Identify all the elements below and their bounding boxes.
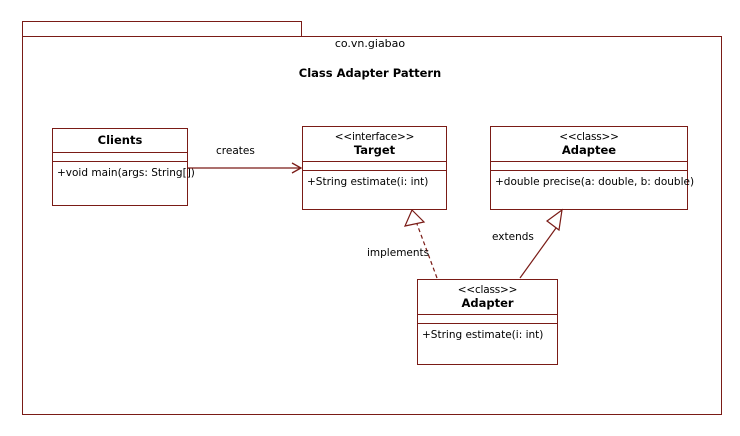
operation-item: +void main(args: String[]) [57,167,195,179]
diagram-title: Class Adapter Pattern [298,66,442,80]
class-operations-adaptee: +double precise(a: double, b: double) [491,171,695,189]
class-operations-adapter: +String estimate(i: int) [418,324,557,342]
class-box-target[interactable]: <<interface>> Target +String estimate(i:… [302,126,447,210]
class-header-adaptee: <<class>> Adaptee [491,127,687,162]
class-name-adapter: Adapter [461,296,514,310]
class-name-target: Target [353,143,396,157]
class-box-adaptee[interactable]: <<class>> Adaptee +double precise(a: dou… [490,126,695,210]
operation-item: +String estimate(i: int) [307,176,429,188]
class-box-clients[interactable]: Clients +void main(args: String[]) [52,128,195,206]
class-stereotype-target: <<interface>> [334,131,415,143]
class-attributes-adaptee [491,162,687,171]
edge-label-creates: creates [216,145,255,157]
operation-item: +double precise(a: double, b: double) [495,176,695,188]
operation-item: +String estimate(i: int) [422,329,544,341]
class-attributes-target [303,162,446,171]
class-name-clients: Clients [97,133,143,147]
class-header-target: <<interface>> Target [303,127,446,162]
class-box-adapter[interactable]: <<class>> Adapter +String estimate(i: in… [417,279,558,365]
edge-label-implements: implements [367,247,430,259]
class-operations-target: +String estimate(i: int) [303,171,446,189]
package-name: co.vn.giabao [334,37,406,50]
class-stereotype-adapter: <<class>> [457,284,518,296]
class-operations-clients: +void main(args: String[]) [53,162,195,180]
class-header-adapter: <<class>> Adapter [418,280,557,315]
package-body [22,36,722,415]
package-tab [22,21,302,36]
class-attributes-adapter [418,315,557,324]
class-header-clients: Clients [53,129,187,153]
edge-label-extends: extends [492,231,534,243]
class-attributes-clients [53,153,187,162]
class-name-adaptee: Adaptee [561,143,617,157]
class-stereotype-adaptee: <<class>> [559,131,619,143]
